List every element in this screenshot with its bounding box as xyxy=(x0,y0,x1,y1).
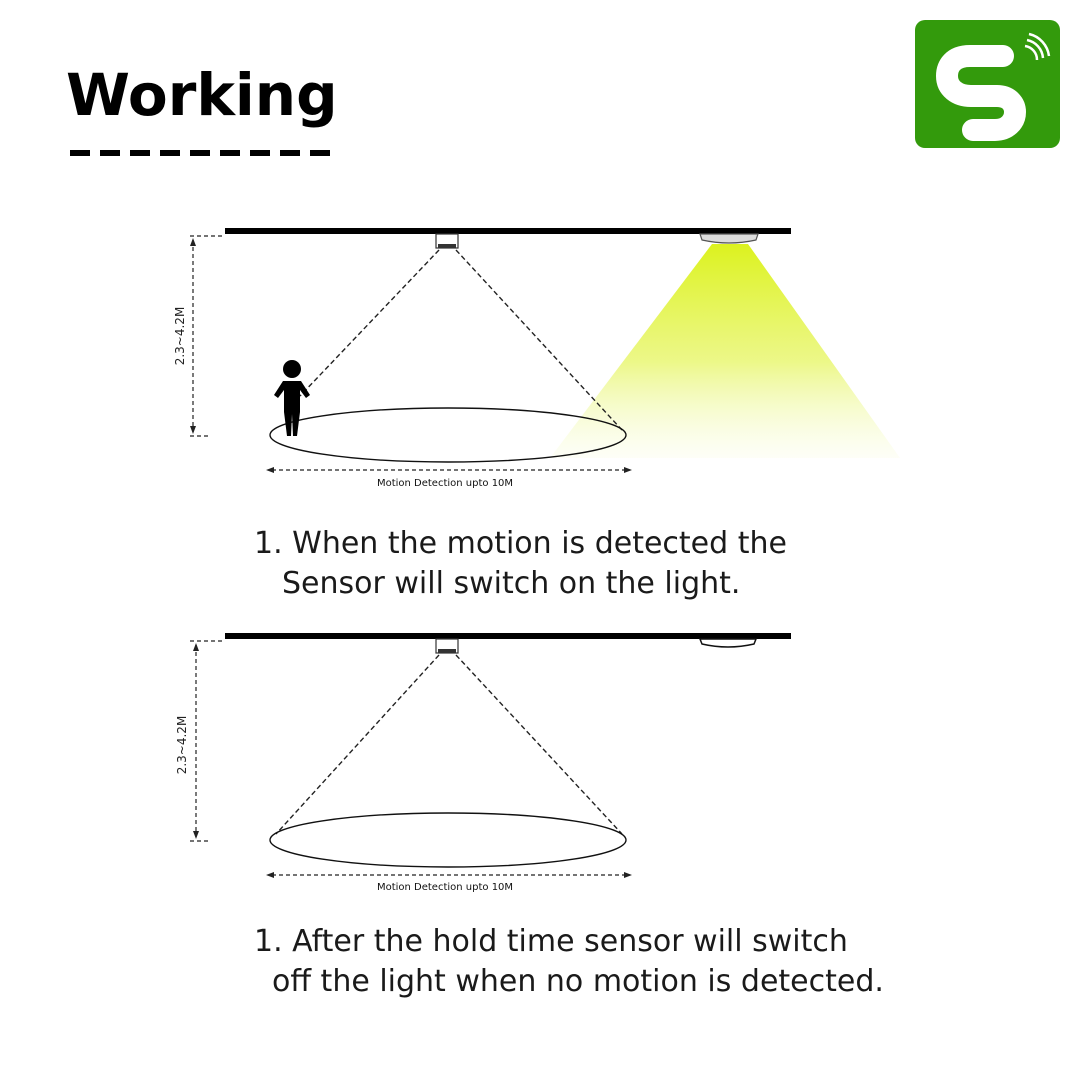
height-dimension xyxy=(190,235,222,437)
motion-sensor-icon xyxy=(435,638,459,654)
brand-logo xyxy=(915,20,1060,148)
title-underline-divider xyxy=(70,150,332,156)
ceiling-line xyxy=(225,228,791,234)
range-label: Motion Detection upto 10M xyxy=(377,478,513,489)
caption-light-off: 1. After the hold time sensor will switc… xyxy=(254,922,884,1002)
detection-zone-ellipse xyxy=(269,812,627,868)
height-dimension xyxy=(190,640,222,842)
height-label: 2.3~4.2M xyxy=(175,716,189,775)
light-beam xyxy=(550,244,900,458)
motion-sensor-icon xyxy=(435,233,459,249)
range-label: Motion Detection upto 10M xyxy=(377,882,513,893)
s-signal-logo-icon xyxy=(935,32,1051,141)
caption-line: 1. When the motion is detected the xyxy=(254,526,787,561)
person-icon xyxy=(274,360,310,436)
page-title: Working xyxy=(66,61,338,129)
ceiling-light-fixture xyxy=(699,233,759,244)
height-label: 2.3~4.2M xyxy=(173,307,187,366)
ceiling-light-fixture xyxy=(698,638,758,648)
caption-line: 1. After the hold time sensor will switc… xyxy=(254,924,848,959)
ceiling-line xyxy=(225,633,791,639)
caption-light-on: 1. When the motion is detected the Senso… xyxy=(254,524,787,604)
caption-line: off the light when no motion is detected… xyxy=(272,964,884,999)
caption-line: Sensor will switch on the light. xyxy=(282,566,741,601)
detection-zone-ellipse xyxy=(269,407,627,463)
